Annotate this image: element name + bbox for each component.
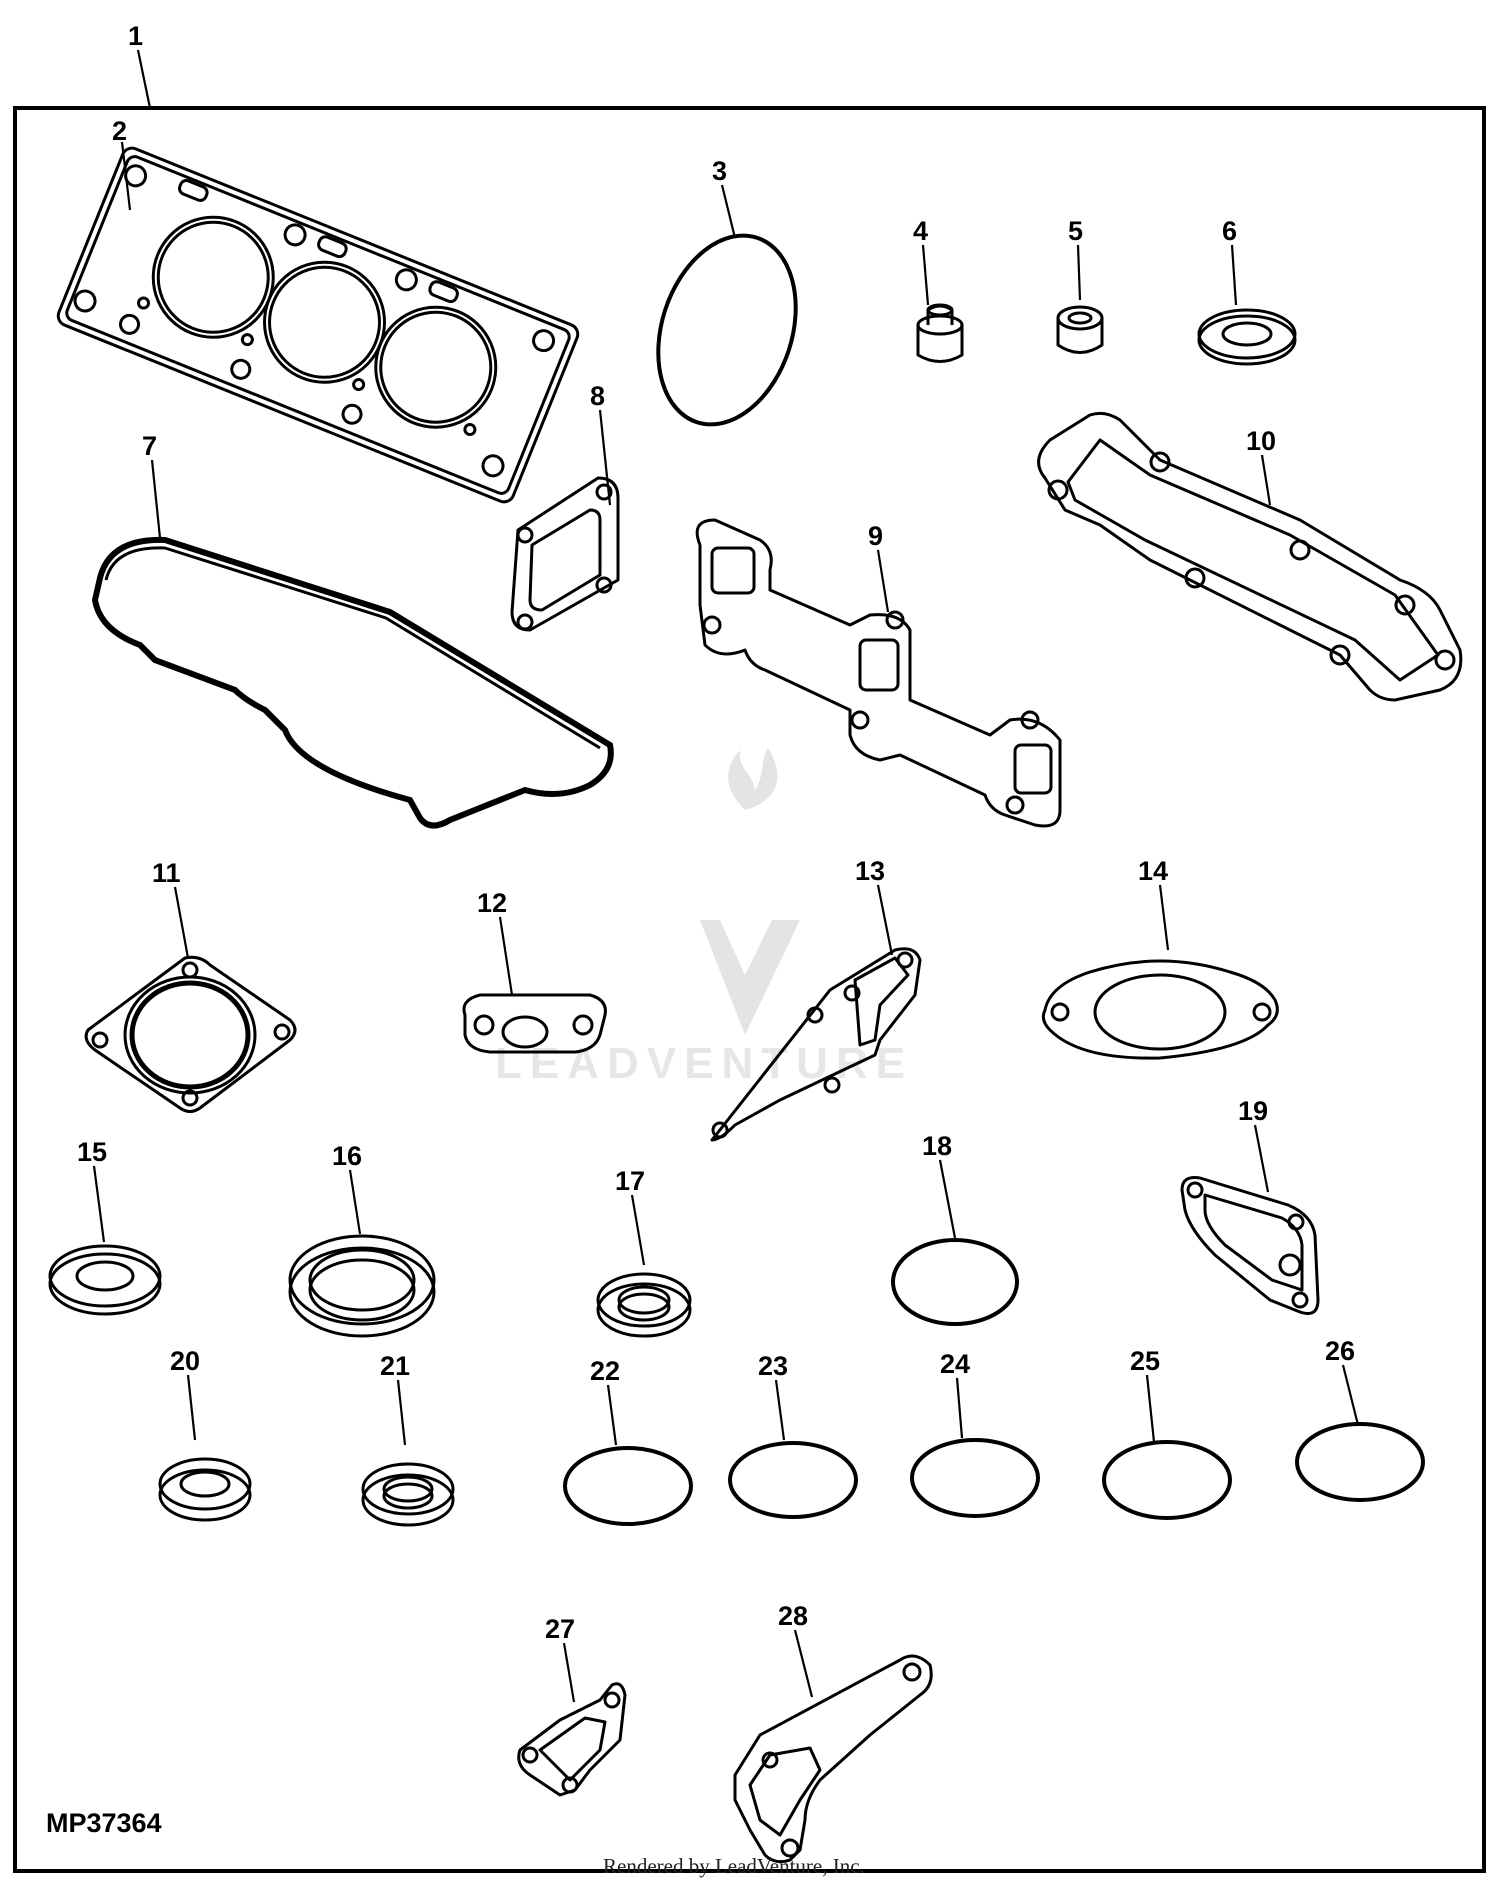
watermark-text: LEADVENTURE xyxy=(495,1039,913,1088)
square-flange-gasket xyxy=(84,955,297,1113)
callout-3: 3 xyxy=(712,156,727,186)
o-ring-18 xyxy=(891,1238,1019,1326)
o-ring-24 xyxy=(910,1438,1040,1518)
callout-5: 5 xyxy=(1068,216,1083,246)
bracket-gasket-27 xyxy=(517,1682,627,1797)
o-ring-22 xyxy=(563,1446,693,1526)
seal-washer-6 xyxy=(1197,308,1297,366)
figure-id: MP37364 xyxy=(46,1808,162,1838)
callout-25: 25 xyxy=(1130,1346,1160,1376)
oval-flange-gasket xyxy=(1041,959,1279,1060)
callout-20: 20 xyxy=(170,1346,200,1376)
callout-6: 6 xyxy=(1222,216,1237,246)
valve-stem-seal xyxy=(916,303,964,363)
kit-frame xyxy=(13,106,1486,1873)
callout-7: 7 xyxy=(142,431,157,461)
callout-9: 9 xyxy=(868,521,883,551)
watermark-logo: LEADVENTURE xyxy=(495,748,913,1088)
leader-lines xyxy=(92,49,1360,1703)
render-credit: Rendered by LeadVenture, Inc. xyxy=(603,1854,865,1878)
callout-10: 10 xyxy=(1246,426,1276,456)
callout-4: 4 xyxy=(913,216,928,246)
head-gasket xyxy=(56,146,580,504)
callout-17: 17 xyxy=(615,1166,645,1196)
callout-23: 23 xyxy=(758,1351,788,1381)
large-flat-seal xyxy=(288,1234,436,1338)
callout-24: 24 xyxy=(940,1349,970,1379)
exhaust-manifold-gasket xyxy=(695,518,1062,828)
callout-15: 15 xyxy=(77,1137,107,1167)
callout-labels: 1 2 3 4 5 6 7 8 9 10 11 12 13 14 15 16 1… xyxy=(77,21,1355,1644)
callout-1: 1 xyxy=(128,21,143,51)
callout-16: 16 xyxy=(332,1141,362,1171)
callout-19: 19 xyxy=(1238,1096,1268,1126)
callout-12: 12 xyxy=(477,888,507,918)
bracket-gasket-28 xyxy=(733,1654,933,1864)
o-ring-23 xyxy=(728,1441,858,1519)
callout-11: 11 xyxy=(152,858,181,888)
water-pump-gasket xyxy=(710,947,922,1142)
large-o-ring xyxy=(656,233,798,427)
thermostat-gasket xyxy=(1180,1176,1320,1315)
seal-washer-17 xyxy=(596,1272,692,1338)
valve-cover-gasket xyxy=(91,536,614,829)
seal-washer-21 xyxy=(361,1462,455,1527)
o-ring-26 xyxy=(1295,1422,1425,1502)
callout-2: 2 xyxy=(112,116,127,146)
o-ring-25 xyxy=(1102,1440,1232,1520)
callout-14: 14 xyxy=(1138,856,1168,886)
intake-manifold-gasket xyxy=(1037,411,1463,702)
flange-gasket-8 xyxy=(510,476,620,632)
oblong-gasket xyxy=(462,993,607,1054)
seal-washer-15 xyxy=(48,1244,162,1316)
callout-21: 21 xyxy=(380,1351,410,1381)
callout-27: 27 xyxy=(545,1614,575,1644)
callout-18: 18 xyxy=(922,1131,952,1161)
bushing xyxy=(1056,305,1104,354)
callout-22: 22 xyxy=(590,1356,620,1386)
callout-8: 8 xyxy=(590,381,605,411)
valve-cover-gasket-inner xyxy=(104,546,601,750)
callout-26: 26 xyxy=(1325,1336,1355,1366)
callout-28: 28 xyxy=(778,1601,808,1631)
callout-13: 13 xyxy=(855,856,885,886)
seal-washer-20 xyxy=(158,1457,252,1522)
